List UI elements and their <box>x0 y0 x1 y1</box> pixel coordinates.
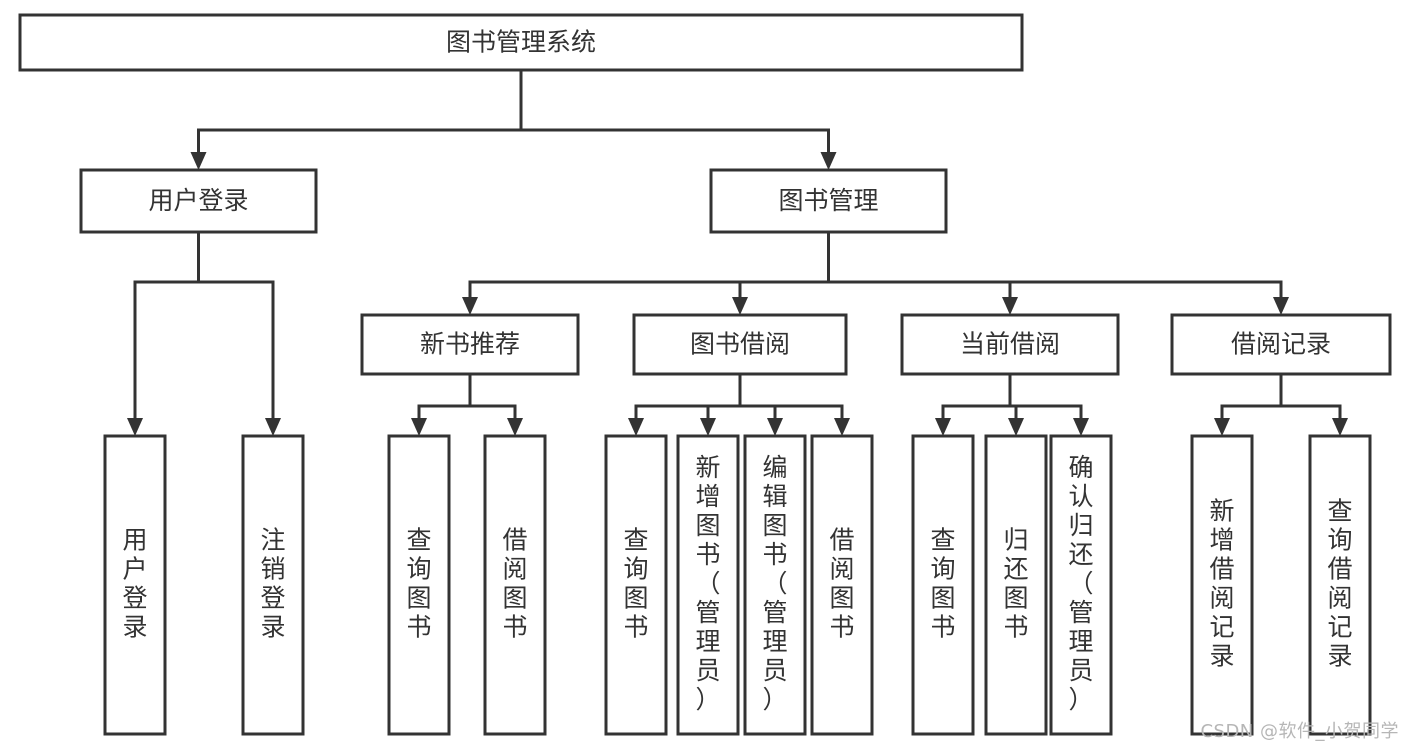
node-box <box>911 434 975 736</box>
node-box <box>1170 313 1392 376</box>
node-box <box>79 168 318 234</box>
node-book-borrow[interactable]: 图书借阅 <box>632 313 848 376</box>
connector-group-borrow-record <box>1214 372 1348 436</box>
connector-group-user-login <box>127 230 281 436</box>
arrow-head-icon <box>411 418 427 436</box>
arrow-head-icon <box>507 418 523 436</box>
node-leaf-query-book-1[interactable]: 查询图书 <box>387 434 451 736</box>
node-box <box>1049 434 1113 736</box>
node-box <box>900 313 1120 376</box>
node-leaf-confirm-return[interactable]: 确认归还（管理员） <box>1049 434 1113 736</box>
node-box <box>103 434 167 736</box>
node-box <box>632 313 848 376</box>
node-current-borrow[interactable]: 当前借阅 <box>900 313 1120 376</box>
arrow-head-icon <box>1002 297 1018 315</box>
node-label: 借阅图书 <box>829 526 854 642</box>
node-label: 新书推荐 <box>420 330 520 359</box>
connector-group-root <box>190 68 837 170</box>
node-leaf-borrow-book-2[interactable]: 借阅图书 <box>810 434 874 736</box>
arrow-head-icon <box>820 152 837 170</box>
node-box <box>743 434 807 736</box>
node-box <box>604 434 668 736</box>
arrow-head-icon <box>1214 418 1230 436</box>
node-label: 确认归还（管理员） <box>1068 453 1093 714</box>
node-leaf-add-record[interactable]: 新增借阅记录 <box>1190 434 1254 736</box>
arrow-head-icon <box>1073 418 1089 436</box>
node-leaf-query-record[interactable]: 查询借阅记录 <box>1308 434 1372 736</box>
node-box <box>1308 434 1372 736</box>
node-label: 用户登录 <box>148 186 248 215</box>
connector-group-current-borrow <box>935 372 1089 436</box>
node-box <box>984 434 1048 736</box>
arrow-head-icon <box>700 418 716 436</box>
node-box <box>483 434 547 736</box>
node-label: 借阅图书 <box>502 526 527 642</box>
arrow-head-icon <box>1332 418 1348 436</box>
node-box <box>360 313 580 376</box>
node-box <box>676 434 740 736</box>
arrow-head-icon <box>265 418 281 436</box>
node-label: 图书借阅 <box>690 330 790 359</box>
node-box <box>1190 434 1254 736</box>
node-label: 新增借阅记录 <box>1209 497 1234 671</box>
node-label: 借阅记录 <box>1231 330 1331 359</box>
node-label: 编辑图书（管理员） <box>762 453 787 714</box>
node-leaf-query-book-3[interactable]: 查询图书 <box>911 434 975 736</box>
arrow-head-icon <box>834 418 850 436</box>
arrow-head-icon <box>767 418 783 436</box>
node-label: 归还图书 <box>1003 526 1028 642</box>
node-leaf-user-login[interactable]: 用户登录 <box>103 434 167 736</box>
node-box <box>18 13 1024 72</box>
node-box <box>387 434 451 736</box>
node-root[interactable]: 图书管理系统 <box>18 13 1024 72</box>
arrow-head-icon <box>190 152 207 170</box>
node-label: 新增图书（管理员） <box>695 453 720 714</box>
arrow-head-icon <box>732 297 748 315</box>
connector-group-new-book-rec <box>411 372 523 436</box>
node-borrow-record[interactable]: 借阅记录 <box>1170 313 1392 376</box>
node-layer: 图书管理系统用户登录图书管理新书推荐图书借阅当前借阅借阅记录用户登录注销登录查询… <box>18 13 1392 736</box>
connector-group-book-borrow <box>628 372 850 436</box>
node-label: 图书管理系统 <box>446 28 596 57</box>
node-leaf-logout[interactable]: 注销登录 <box>241 434 305 736</box>
arrow-head-icon <box>1008 418 1024 436</box>
node-label: 注销登录 <box>260 526 285 642</box>
node-book-manage[interactable]: 图书管理 <box>709 168 948 234</box>
connector-layer <box>127 68 1348 436</box>
node-label: 查询图书 <box>406 526 431 642</box>
node-label: 查询借阅记录 <box>1327 497 1352 671</box>
node-new-book-rec[interactable]: 新书推荐 <box>360 313 580 376</box>
node-label: 当前借阅 <box>960 330 1060 359</box>
node-leaf-borrow-book-1[interactable]: 借阅图书 <box>483 434 547 736</box>
arrow-head-icon <box>628 418 644 436</box>
node-user-login[interactable]: 用户登录 <box>79 168 318 234</box>
node-label: 用户登录 <box>122 526 147 642</box>
node-label: 图书管理 <box>778 186 878 215</box>
node-leaf-return-book[interactable]: 归还图书 <box>984 434 1048 736</box>
node-box <box>241 434 305 736</box>
arrow-head-icon <box>127 418 143 436</box>
arrow-head-icon <box>935 418 951 436</box>
arrow-head-icon <box>1273 297 1289 315</box>
node-leaf-add-book[interactable]: 新增图书（管理员） <box>676 434 740 736</box>
node-label: 查询图书 <box>930 526 955 642</box>
node-box <box>709 168 948 234</box>
arrow-head-icon <box>462 297 478 315</box>
node-label: 查询图书 <box>623 526 648 642</box>
connector-group-book-manage <box>462 230 1289 315</box>
node-box <box>810 434 874 736</box>
node-leaf-edit-book[interactable]: 编辑图书（管理员） <box>743 434 807 736</box>
node-leaf-query-book-2[interactable]: 查询图书 <box>604 434 668 736</box>
